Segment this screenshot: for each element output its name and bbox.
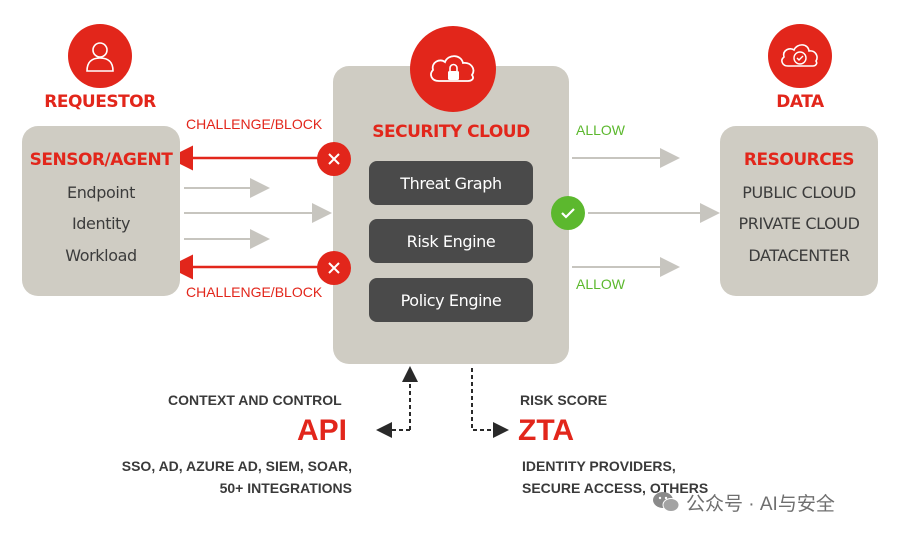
challenge-label-top: CHALLENGE/BLOCK <box>186 116 323 132</box>
wechat-icon <box>653 492 680 512</box>
watermark-text: 公众号 · AI与安全 <box>686 493 835 515</box>
api-integrations-line1: SSO, AD, AZURE AD, SIEM, SOAR, <box>121 458 352 474</box>
resource-item-private-cloud: PRIVATE CLOUD <box>738 214 860 233</box>
requestor-item-workload: Workload <box>65 246 137 265</box>
block-x-icon <box>317 251 351 285</box>
requestor-item-identity: Identity <box>71 214 131 233</box>
sensor-agent-title: SENSOR/AGENT <box>29 150 173 170</box>
zta-caption: RISK SCORE <box>520 392 608 408</box>
requestor-circle <box>68 24 132 88</box>
allow-check-icon <box>551 196 585 230</box>
security-cloud-title: SECURITY CLOUD <box>372 122 530 142</box>
cloud-check-icon <box>781 44 818 67</box>
watermark: 公众号 · AI与安全 <box>652 488 892 516</box>
resource-item-datacenter: DATACENTER <box>748 246 850 265</box>
security-cloud-circle <box>410 26 496 112</box>
block-x-icon <box>317 142 351 176</box>
challenge-label-bottom: CHALLENGE/BLOCK <box>186 284 323 300</box>
zta-providers-line2: SECURE ACCESS, OTHERS <box>522 480 709 496</box>
policy-engine-box: Policy Engine <box>369 278 533 322</box>
risk-engine-box: Risk Engine <box>369 219 533 263</box>
requestor-heading: REQUESTOR <box>44 92 156 112</box>
zta-connector <box>471 368 509 438</box>
api-integrations-line2: 50+ INTEGRATIONS <box>219 480 352 496</box>
api-caption: CONTEXT AND CONTROL <box>168 392 342 408</box>
resources-panel <box>720 126 878 296</box>
allow-label-bottom: ALLOW <box>576 276 626 292</box>
api-label: API <box>297 414 348 447</box>
resource-item-public-cloud: PUBLIC CLOUD <box>742 183 856 202</box>
threat-graph-box: Threat Graph <box>369 161 533 205</box>
zta-label: ZTA <box>518 414 575 447</box>
requestor-panel <box>22 126 180 296</box>
data-heading: DATA <box>776 92 824 112</box>
resources-title: RESOURCES <box>743 150 855 170</box>
allow-label-top: ALLOW <box>576 122 626 138</box>
data-circle <box>768 24 832 88</box>
requestor-item-endpoint: Endpoint <box>66 183 135 202</box>
cloud-lock-icon <box>430 55 475 82</box>
zta-providers-line1: IDENTITY PROVIDERS, <box>522 458 676 474</box>
user-icon <box>86 42 114 72</box>
